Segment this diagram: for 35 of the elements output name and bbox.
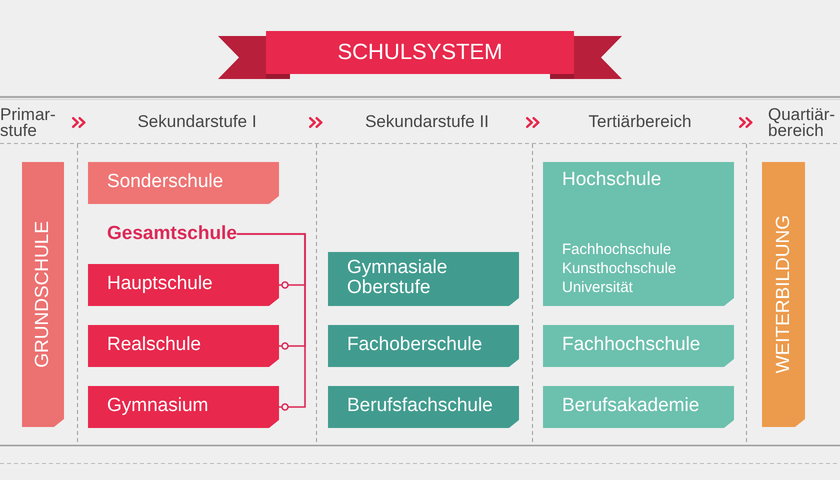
school-name: Gesamtschule xyxy=(107,223,237,245)
school-name: Hochschule xyxy=(562,170,662,190)
vertical-bar xyxy=(22,162,64,427)
school-name: Fachoberschule xyxy=(347,335,482,355)
school-name: Fachhochschule xyxy=(562,335,700,355)
stage-heading: Tertiärbereich xyxy=(588,113,692,131)
school-box xyxy=(88,386,279,428)
stage-heading: Sekundarstufe I xyxy=(137,113,257,131)
school-name: Berufsfachschule xyxy=(347,396,493,416)
school-box xyxy=(543,386,734,428)
school-box xyxy=(543,325,734,367)
stage-heading: Quartiär- bereich xyxy=(768,107,836,139)
stage-heading: Primar- stufe xyxy=(0,107,56,139)
school-type-item: Kunsthochschule xyxy=(562,259,676,278)
school-name: Sonderschule xyxy=(107,172,224,192)
school-box xyxy=(88,325,279,367)
stage-name: WEITERBILDUNG xyxy=(774,215,794,374)
school-name: Hauptschule xyxy=(107,274,213,294)
stage-name: GRUNDSCHULE xyxy=(33,221,53,368)
school-box xyxy=(328,252,519,306)
school-type-item: Fachhochschule xyxy=(562,240,672,259)
school-type-item: Universität xyxy=(562,278,633,297)
vertical-bar xyxy=(762,162,805,427)
school-box xyxy=(88,162,279,204)
school-name: Gymnasium xyxy=(107,396,208,416)
school-name: Realschule xyxy=(107,335,201,355)
banner-title: SCHULSYSTEM xyxy=(337,40,503,64)
school-name: Gymnasiale Oberstufe xyxy=(347,258,448,298)
school-name: Berufsakademie xyxy=(562,396,700,416)
bracket-connector xyxy=(236,233,306,411)
school-box xyxy=(328,325,519,367)
school-box xyxy=(88,264,279,306)
school-box xyxy=(543,162,734,306)
school-box xyxy=(328,386,519,428)
stage-heading: Sekundarstufe II xyxy=(365,113,489,131)
